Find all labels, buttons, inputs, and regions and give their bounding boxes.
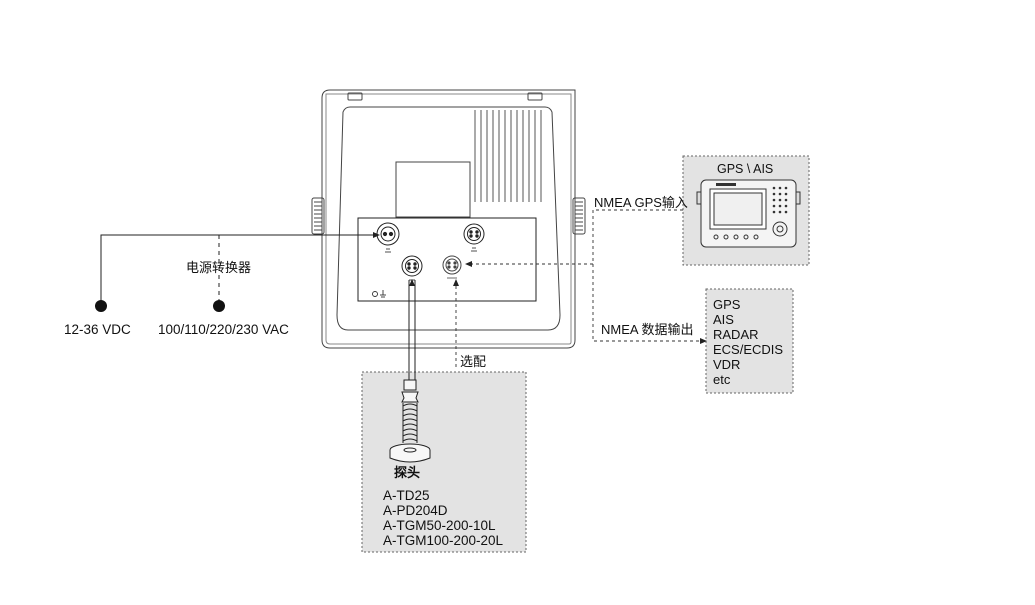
probe-box xyxy=(361,279,527,553)
nmea-gps-input-label: NMEA GPS输入 xyxy=(594,195,688,210)
power-converter-label: 电源转换器 xyxy=(186,260,252,275)
probe-model-tgm100: A-TGM100-200-20L xyxy=(383,533,504,548)
gps-ais-title: GPS \ AIS xyxy=(717,162,774,176)
right-knob xyxy=(572,197,586,235)
probe-model-pd204d: A-PD204D xyxy=(383,503,448,518)
chart-plotter-icon xyxy=(696,179,801,248)
nmea-output-box xyxy=(705,288,794,394)
output-device-ecdis: ECS/ECDIS xyxy=(713,342,784,357)
transducer-probe-icon xyxy=(389,379,431,463)
main-unit xyxy=(311,89,586,349)
dc-terminal-dot xyxy=(95,300,107,312)
nmea-out-arrow xyxy=(700,338,707,344)
ground-icon xyxy=(372,290,386,298)
output-device-gps: GPS xyxy=(713,297,741,312)
ac-voltage-label: 100/110/220/230 VAC xyxy=(158,322,289,337)
power-wiring xyxy=(100,232,380,306)
nmea-connector-top xyxy=(463,223,485,252)
probe-title: 探头 xyxy=(394,465,421,480)
output-device-vdr: VDR xyxy=(713,357,741,372)
optional-connector xyxy=(442,255,462,279)
transducer-connector xyxy=(401,255,423,281)
dc-voltage-label: 12-36 VDC xyxy=(64,322,131,337)
gps-ais-box xyxy=(682,155,810,266)
heat-sink-fins xyxy=(474,110,542,202)
output-device-etc: etc xyxy=(713,372,731,387)
optional-label: 选配 xyxy=(460,354,487,369)
nmea-wiring xyxy=(455,209,700,370)
output-device-radar: RADAR xyxy=(713,327,759,342)
nmea-in-arrow xyxy=(465,261,472,267)
left-knob xyxy=(311,197,325,235)
probe-model-td25: A-TD25 xyxy=(383,488,430,503)
probe-model-tgm50: A-TGM50-200-10L xyxy=(383,518,496,533)
output-device-ais: AIS xyxy=(713,312,734,327)
optional-arrow xyxy=(453,279,459,286)
power-connector xyxy=(376,222,400,253)
ac-terminal-dot xyxy=(213,300,225,312)
nmea-data-output-label: NMEA 数据输出 xyxy=(601,322,694,337)
